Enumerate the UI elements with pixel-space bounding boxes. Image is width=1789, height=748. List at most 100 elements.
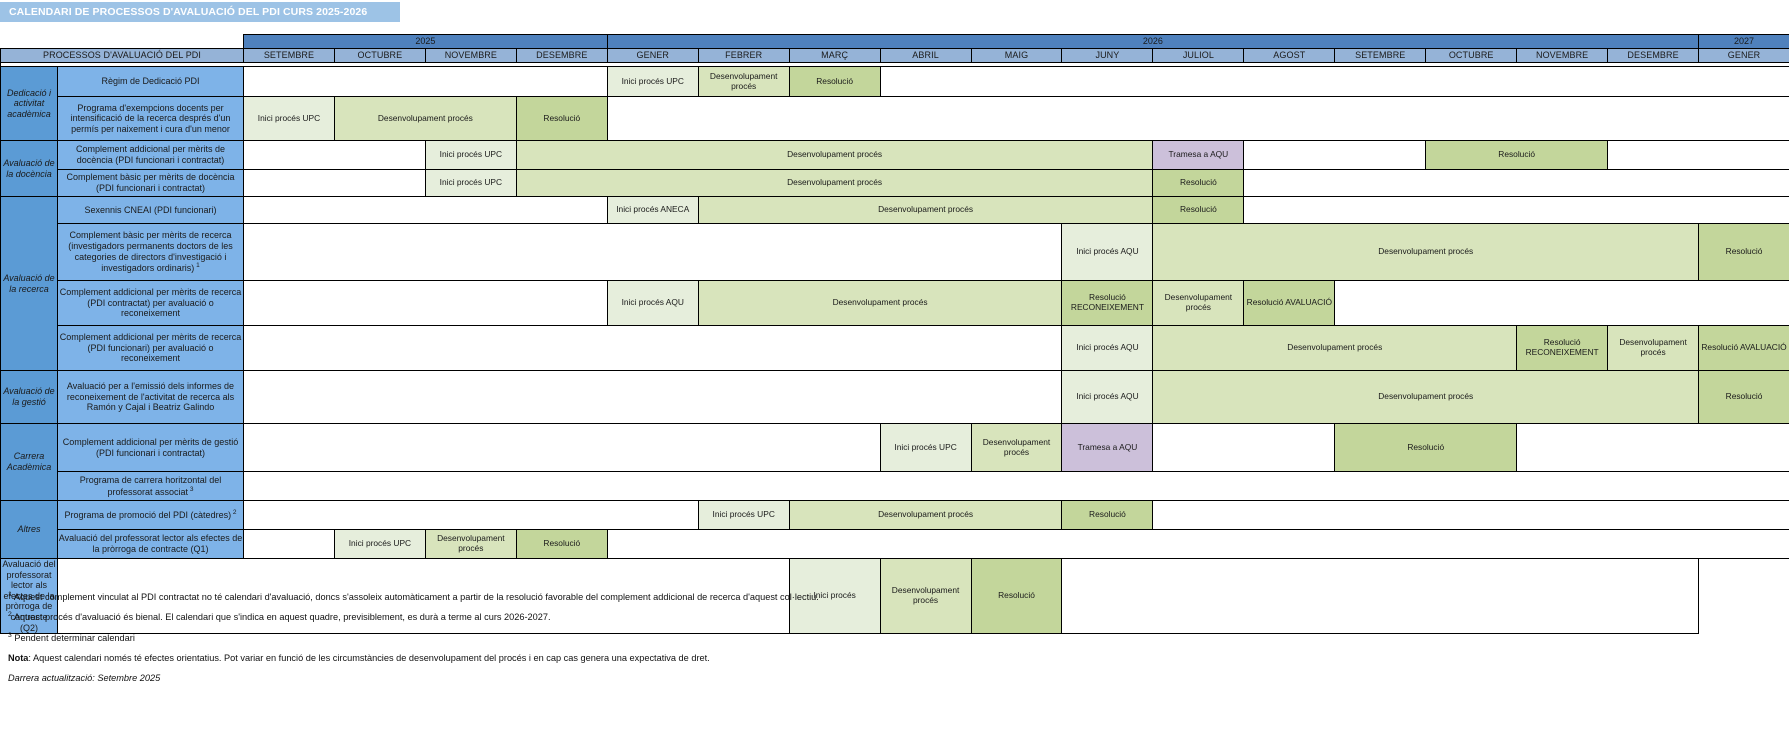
phase-label: Desenvolupament procés [1164,292,1233,312]
process-name-1: Programa d'exempcions docents per intens… [57,96,244,141]
empty-cell [243,140,426,170]
phase-cell-desen: Desenvolupament procés [515,140,1154,170]
process-name-5: Complement bàsic per mèrits de recerca (… [57,223,244,281]
empty-cell [1243,196,1789,224]
process-name-0: Règim de Dedicació PDI [57,66,244,97]
footnotes-block: 1 Aquest complement vinculat al PDI cont… [8,590,1508,691]
month-header-12: SETEMBRE [1334,48,1427,63]
phase-cell-inici: Inici procés AQU [1061,223,1154,281]
phase-cell-tram: Tramesa a AQU [1152,140,1245,170]
year-row-spacer [0,34,244,49]
process-label: Avaluació del professorat lector als efe… [2,559,56,633]
phase-label: Resolució AVALUACIÓ [1701,342,1787,353]
phase-label: Resolució RECONEIXEMENT [1070,292,1144,312]
phase-cell-tram: Tramesa a AQU [1061,423,1154,472]
phase-cell-resol: Resolució [1152,169,1245,197]
footnote-list: 1 Aquest complement vinculat al PDI cont… [8,590,1508,645]
phase-label: Resolució [1725,246,1763,257]
process-label: Règim de Dedicació PDI [101,76,200,87]
phase-label: Inici procés ANECA [616,204,690,215]
phase-cell-desen: Desenvolupament procés [1152,280,1245,326]
phase-label: Resolució AVALUACIÓ [1246,297,1332,308]
process-name-7: Complement addicional per mèrits de rece… [57,325,244,371]
year-header-2027: 2027 [1698,34,1789,49]
process-name-2: Complement addicional per mèrits de docè… [57,140,244,170]
phase-cell-resol: Resolució RECONEIXEMENT [1061,280,1154,326]
month-header-3: DESEMBRE [515,48,608,63]
phase-label: Inici procés UPC [348,538,412,549]
phase-cell-resol: Resolució [1698,223,1789,281]
phase-cell-resol: Resolució RECONEIXEMENT [1516,325,1609,371]
phase-label: Inici procés AQU [1076,246,1139,257]
process-label: Avaluació del professorat lector als efe… [58,533,243,554]
phase-label: Desenvolupament procés [787,149,883,160]
table-row: Avaluació del professorat lector als efe… [0,557,1789,635]
phase-cell-desen: Desenvolupament procés [1607,325,1700,371]
empty-cell [1516,423,1789,472]
empty-cell [242,325,1063,371]
phase-cell-inici: Inici procés AQU [1061,325,1154,371]
process-label: Complement addicional per mèrits de rece… [59,287,242,319]
process-name-11: Programa de promoció del PDI (càtedres) … [57,500,244,530]
phase-label: Inici procés UPC [894,441,957,452]
empty-cell [243,169,426,197]
footnote-marker: 1 [8,591,12,598]
phase-label: Desenvolupament procés [832,297,928,308]
phase-cell-desen: Desenvolupament procés [333,96,517,141]
phase-cell-inici: Inici procés AQU [606,280,699,326]
month-header-0: SETEMBRE [243,48,335,63]
group-label-5: Altres [0,500,58,559]
empty-cell [243,471,1789,501]
table-row: Programa de carrera horitzontal del prof… [1,471,1789,501]
phase-cell-resol: Resolució [970,557,1063,635]
year-header-2026: 2026 [606,34,1700,49]
phase-cell-desen: Desenvolupament procés [879,557,972,635]
phase-label: Desenvolupament procés [878,509,974,520]
table-row: Complement addicional per mèrits de rece… [1,280,1789,326]
month-header-8: MAIG [970,48,1063,63]
footnote-marker: 2 [8,611,12,619]
process-label: Sexennis CNEAI (PDI funcionari) [84,204,217,215]
phase-label: Resolució [543,112,581,123]
phase-label: Resolució [1179,204,1217,215]
month-header-11: AGOST [1243,48,1336,63]
phase-cell-inici: Inici procés AQU [1061,370,1154,424]
phase-cell-inici: Inici procés UPC [697,500,790,530]
group-label-3: Avaluació de la gestió [0,370,58,424]
phase-cell-desen: Desenvolupament procés [1152,370,1700,424]
footnote-text: Aquest procés d'avaluació és bienal. El … [11,612,551,623]
phase-label: Inici procés UPC [439,177,503,188]
process-label: Programa d'exempcions docents per intens… [70,102,231,134]
phase-cell-resol: Resolució [1152,196,1245,224]
month-header-1: OCTUBRE [333,48,426,63]
group-label-4: Carrera Acadèmica [0,423,58,501]
process-name-3: Complement bàsic per mèrits de docència … [57,169,244,197]
footnote-marker: 3 [188,485,194,493]
footnote-3: 3 Pendent determinar calendari [8,631,1508,645]
phase-cell-desen: Desenvolupament procés [970,423,1063,472]
nota-line: Nota: Aquest calendari només té efectes … [8,651,1508,665]
phase-label: Tramesa a AQU [1168,149,1229,160]
phase-cell-inici: Inici procés UPC [606,66,699,97]
empty-cell [243,423,881,472]
process-name-13: Avaluació del professorat lector als efe… [0,557,58,635]
process-name-10: Programa de carrera horitzontal del prof… [57,471,244,501]
last-update: Darrera actualització: Setembre 2025 [8,673,161,684]
process-name-4: Sexennis CNEAI (PDI funcionari) [57,196,244,224]
footnote-marker: 2 [231,509,237,517]
phase-cell-inici: Inici procés [788,557,881,635]
process-label: Programa de carrera horitzontal del prof… [79,474,222,497]
phase-cell-inici: Inici procés ANECA [606,196,699,224]
phase-cell-inici: Inici procés UPC [424,140,517,170]
phase-label: Inici procés UPC [621,75,684,86]
process-label: Avaluació per a l'emissió dels informes … [66,381,235,413]
phase-label: Desenvolupament procés [1378,246,1474,257]
